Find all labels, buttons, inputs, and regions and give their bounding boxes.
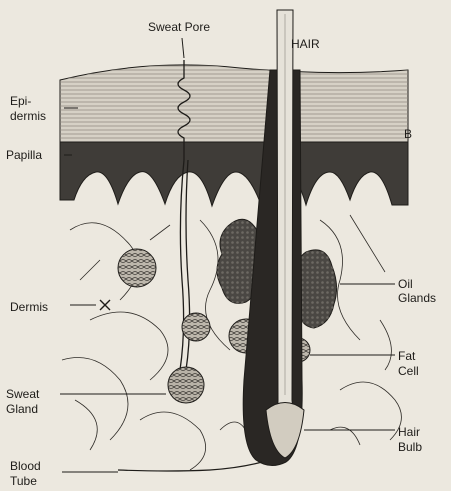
- label-papilla: Papilla: [6, 148, 42, 162]
- label-hair-bulb-line2: Bulb: [398, 440, 422, 454]
- label-epidermis-line2: dermis: [10, 109, 46, 123]
- label-epidermis-line1: Epi-: [10, 94, 31, 108]
- label-fat-cell-line2: Cell: [398, 364, 419, 378]
- label-b: B: [404, 127, 412, 141]
- label-blood-tube-line2: Tube: [10, 474, 37, 488]
- label-fat-cell-line1: Fat: [398, 349, 416, 363]
- label-hair: HAIR: [291, 37, 320, 51]
- label-oil-glands-line2: Glands: [398, 291, 436, 305]
- label-oil-glands-line1: Oil: [398, 277, 413, 291]
- label-sweat-pore: Sweat Pore: [148, 20, 210, 34]
- papilla-band: [60, 142, 408, 206]
- label-dermis: Dermis: [10, 300, 48, 314]
- label-blood-tube-line1: Blood: [10, 459, 41, 473]
- label-sweat-gland-line2: Gland: [6, 402, 38, 416]
- label-sweat-gland-line1: Sweat: [6, 387, 40, 401]
- label-hair-bulb-line1: Hair: [398, 425, 420, 439]
- cross-mark: [100, 300, 110, 310]
